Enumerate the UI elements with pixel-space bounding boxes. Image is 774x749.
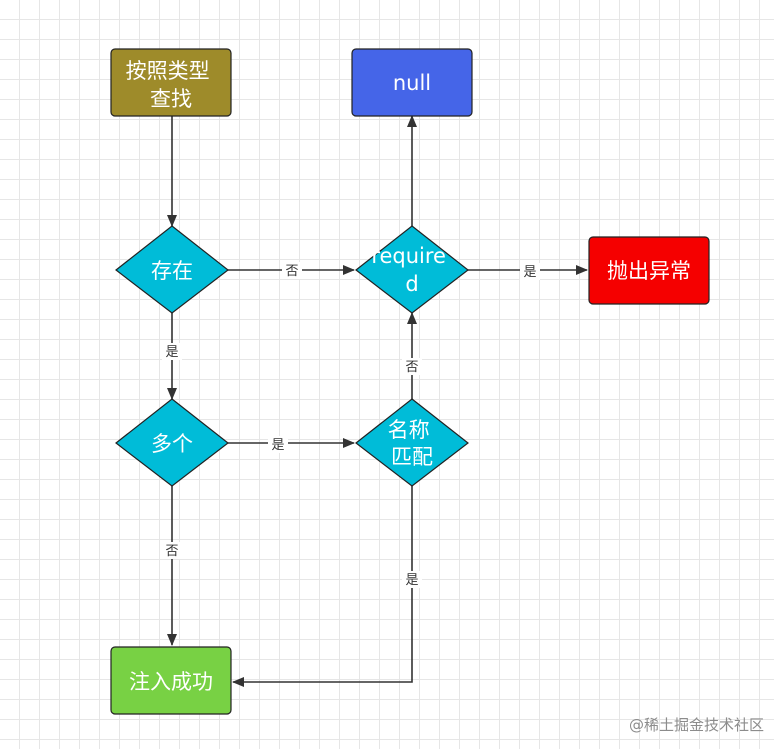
label-exists-yes: 是 [165, 345, 178, 360]
node-inject-success: 注入成功 [110, 646, 232, 715]
node-search-by-type: 按照类型 查找 [110, 48, 232, 117]
watermark: @稀土掘金技术社区 [628, 716, 764, 734]
null-label: null [393, 71, 431, 95]
name-match-line-1: 名称 [388, 418, 430, 442]
multiple-label: 多个 [151, 432, 193, 456]
node-name-match: 名称 匹配 [355, 398, 469, 487]
label-namematch-yes: 是 [405, 573, 418, 588]
node-required: require d [355, 225, 469, 314]
label-required-yes: 是 [523, 265, 536, 280]
label-multiple-no: 否 [165, 544, 178, 559]
required-diamond [355, 225, 469, 314]
null-box [351, 48, 473, 117]
exists-diamond [115, 225, 229, 314]
svg-text:按照类型 查找: 按照类型 查找 [126, 59, 217, 111]
search-by-type-box [110, 48, 232, 117]
edges [167, 115, 588, 687]
node-exists: 存在 [115, 225, 229, 314]
edge-labels: 否 是 是 否 是 否 是 [162, 262, 540, 588]
node-null: null [351, 48, 473, 117]
svg-text:require d: require d [371, 244, 452, 296]
label-namematch-no: 否 [405, 360, 418, 375]
inject-success-label: 注入成功 [129, 670, 213, 694]
search-by-type-line-2: 查找 [150, 87, 192, 111]
required-line-2: d [405, 272, 418, 296]
throw-exception-label: 抛出异常 [607, 259, 691, 283]
name-match-diamond [355, 398, 469, 487]
search-by-type-line-1: 按照类型 [126, 59, 210, 83]
svg-text:名称 匹配: 名称 匹配 [388, 418, 437, 469]
name-match-line-2: 匹配 [391, 445, 433, 469]
edge-namematch-to-success [232, 486, 413, 687]
exists-label: 存在 [151, 259, 193, 283]
multiple-diamond [115, 398, 229, 487]
label-multiple-yes: 是 [271, 438, 284, 453]
throw-exception-box [588, 236, 710, 305]
node-multiple: 多个 [115, 398, 229, 487]
inject-success-box [110, 646, 232, 715]
required-line-1: require [371, 244, 446, 268]
label-exists-no: 否 [285, 264, 298, 279]
node-throw-exception: 抛出异常 [588, 236, 710, 305]
